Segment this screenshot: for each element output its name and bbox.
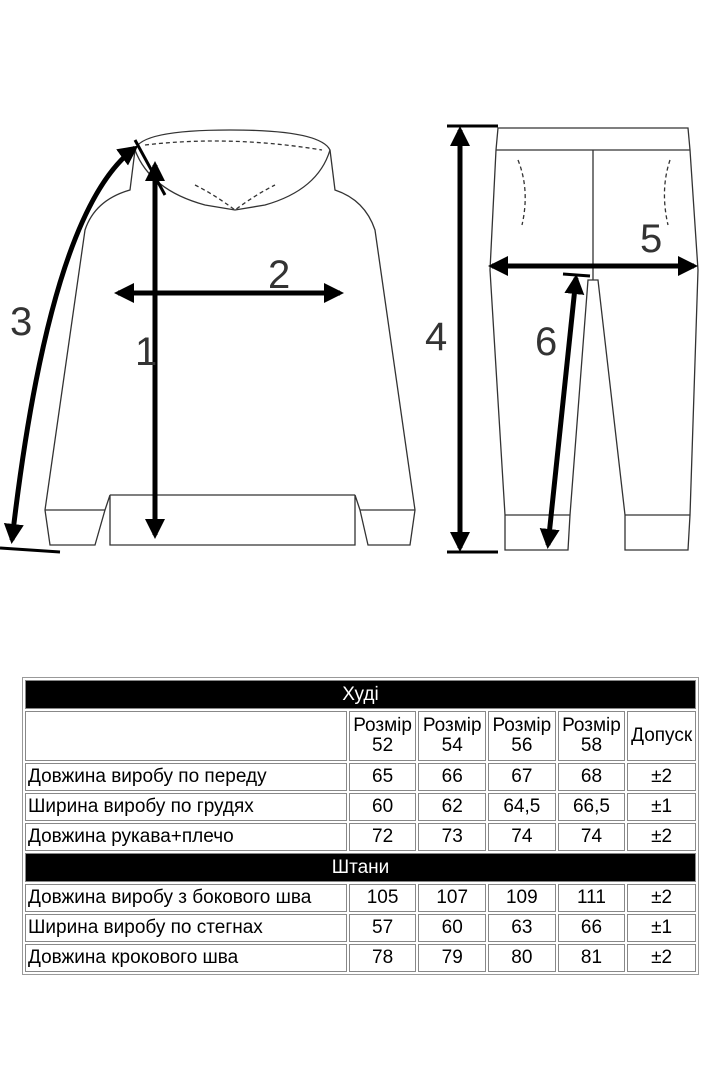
table-cell: 79 (418, 944, 487, 972)
table-cell: 80 (488, 944, 556, 972)
table-cell: 64,5 (488, 793, 556, 821)
table-cell: 66 (418, 763, 487, 791)
label-2: 2 (268, 253, 290, 297)
pants-drawing (489, 127, 699, 551)
measure-arrows (0, 124, 698, 554)
table-cell: 67 (488, 763, 556, 791)
table-cell: 107 (418, 884, 487, 912)
label-4: 4 (425, 315, 447, 359)
label-1: 1 (135, 330, 157, 374)
empty-header-cell (25, 711, 347, 761)
table-cell: 57 (348, 914, 417, 942)
column-header-text: 56 (511, 735, 533, 756)
table-cell: 74 (557, 823, 626, 851)
table-cell: 62 (418, 793, 487, 821)
section-title: Худі (25, 680, 696, 709)
table-cell: 66 (557, 914, 626, 942)
table-cell: ±2 (627, 884, 696, 912)
column-header-text: Розмір (422, 715, 482, 736)
row-label: Довжина виробу по переду (25, 763, 347, 791)
column-header-text: Розмір (492, 715, 552, 736)
table-cell: 105 (348, 884, 417, 912)
table-cell: 60 (348, 793, 417, 821)
table-cell: 109 (488, 884, 556, 912)
column-header: Допуск (627, 711, 696, 761)
label-3: 3 (10, 300, 32, 344)
table-cell: ±2 (627, 823, 696, 851)
row-label: Довжина крокового шва (25, 944, 347, 972)
section-header: Худі (25, 680, 696, 709)
table-cell: 73 (418, 823, 487, 851)
table-cell: 65 (348, 763, 417, 791)
garment-measurement-diagram: 1 2 3 4 5 6 (0, 124, 699, 554)
table-cell: 68 (557, 763, 626, 791)
table-cell: ±1 (627, 914, 696, 942)
column-header-text: Розмір (562, 715, 621, 736)
column-header-text: 52 (372, 735, 394, 756)
row-label: Довжина рукава+плечо (25, 823, 347, 851)
table-cell: ±2 (627, 944, 696, 972)
table-cell: 81 (557, 944, 626, 972)
row-label: Ширина виробу по грудях (25, 793, 347, 821)
section-header: Штани (25, 853, 696, 882)
section-title: Штани (25, 853, 696, 882)
table-cell: 74 (488, 823, 556, 851)
measure-labels: 1 2 3 4 5 6 (10, 217, 662, 374)
table-cell: 72 (348, 823, 417, 851)
column-header-text: Розмір (353, 715, 412, 736)
column-header-text: Допуск (631, 725, 693, 746)
table-cell: 66,5 (557, 793, 626, 821)
table-cell: 78 (348, 944, 417, 972)
hoodie-drawing (44, 129, 416, 546)
column-header-text: 54 (441, 735, 463, 756)
arrow-6 (539, 274, 585, 549)
table-cell: 111 (557, 884, 626, 912)
arrow-3 (3, 145, 139, 544)
table-cell: 60 (418, 914, 487, 942)
table-cell: 63 (488, 914, 556, 942)
table-cell: ±1 (627, 793, 696, 821)
label-5: 5 (640, 217, 662, 261)
row-label: Довжина виробу з бокового шва (25, 884, 347, 912)
column-header-text: 58 (580, 735, 603, 756)
table-cell: ±2 (627, 763, 696, 791)
row-label: Ширина виробу по стегнах (25, 914, 347, 942)
label-6: 6 (535, 320, 557, 364)
